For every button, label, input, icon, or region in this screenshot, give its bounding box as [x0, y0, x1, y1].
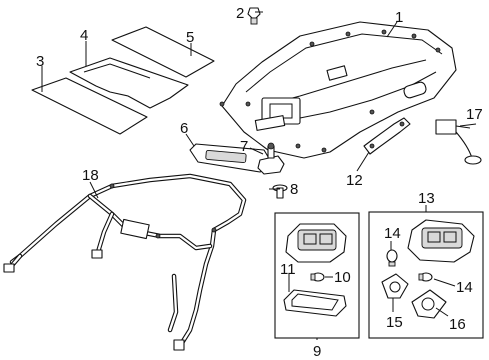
callout-10: 10 [334, 269, 351, 286]
sun-visor [189, 143, 271, 173]
insulator-pad-4 [69, 57, 189, 109]
callout-6: 6 [180, 120, 188, 137]
callout-12: 12 [346, 172, 363, 189]
leader-lines [41, 11, 477, 340]
callout-14-lower: 14 [456, 279, 473, 296]
callout-1: 1 [395, 9, 403, 26]
dome-lamp-bulb-a [386, 249, 398, 267]
callout-17: 17 [466, 106, 483, 123]
insulator-pad-5 [111, 26, 215, 78]
assist-grip [363, 117, 411, 155]
visor-holder [257, 142, 285, 175]
callout-3: 3 [36, 53, 44, 70]
callout-18: 18 [82, 167, 99, 184]
roof-wiring-harness [3, 173, 247, 351]
callout-9: 9 [313, 343, 321, 360]
headliner [219, 21, 457, 159]
callout-numbers: 1 2 3 4 5 6 7 8 9 10 11 12 13 14 14 15 1… [36, 5, 483, 360]
dome-lamp-bulb-b [418, 272, 433, 282]
callout-7: 7 [240, 138, 248, 155]
callout-13: 13 [418, 190, 435, 207]
map-lamp-housing [285, 223, 347, 263]
screw [272, 184, 288, 199]
callout-11: 11 [280, 261, 296, 278]
dome-lamp-lens-left [381, 273, 409, 299]
callout-14-upper: 14 [384, 225, 401, 242]
map-lamp-lens [283, 289, 347, 317]
headliner-clip [247, 7, 261, 25]
dome-lamp-housing [407, 219, 475, 263]
callout-5: 5 [186, 29, 194, 46]
connector-pigtail [435, 119, 482, 165]
map-lamp-bulb [310, 272, 325, 282]
callout-15: 15 [386, 314, 403, 331]
callout-16: 16 [449, 316, 466, 333]
insulator-pad-3 [31, 77, 148, 135]
dome-lamp-lens-right [411, 289, 447, 319]
callout-2: 2 [236, 5, 244, 22]
callout-4: 4 [80, 27, 88, 44]
callout-8: 8 [290, 181, 298, 198]
